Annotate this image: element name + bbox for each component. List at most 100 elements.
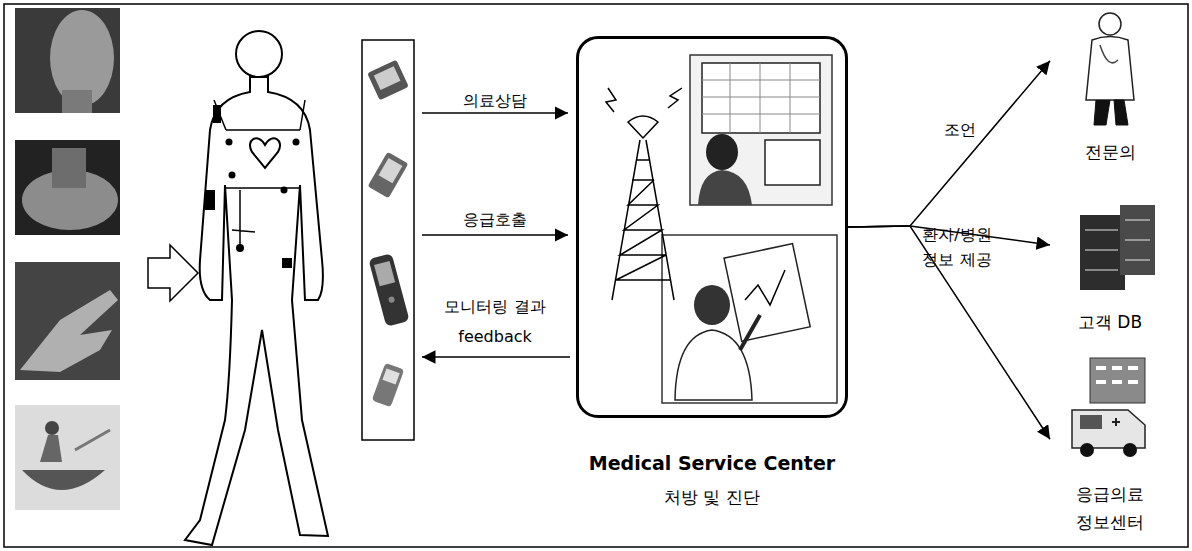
doctor-picture bbox=[694, 285, 730, 325]
human-figure bbox=[185, 77, 328, 545]
connector-arrow bbox=[848, 61, 1050, 227]
specialist-icon bbox=[1086, 13, 1134, 125]
device-panel bbox=[367, 60, 409, 101]
center-title: Medical Service Center bbox=[559, 449, 865, 477]
photo-bowl bbox=[22, 470, 105, 490]
device-panel bbox=[368, 253, 409, 327]
device-panel bbox=[367, 60, 409, 101]
database-icon bbox=[1080, 215, 1125, 290]
human-figure bbox=[226, 139, 233, 146]
human-figure bbox=[282, 258, 292, 268]
device-panel bbox=[374, 261, 395, 286]
operator-picture bbox=[765, 140, 820, 185]
operator-picture bbox=[690, 55, 832, 205]
link-arrow bbox=[422, 356, 570, 358]
operator-picture bbox=[698, 170, 752, 205]
specialist-icon bbox=[1100, 45, 1118, 63]
device-panel bbox=[368, 152, 409, 199]
specialist-icon bbox=[1094, 100, 1128, 125]
photo-bowl bbox=[15, 405, 120, 510]
photo-face bbox=[62, 90, 92, 113]
antenna-tower bbox=[606, 88, 682, 112]
photo-neck bbox=[15, 140, 120, 235]
link-arrow bbox=[422, 112, 568, 114]
human-figure bbox=[236, 244, 244, 252]
specialist-icon bbox=[1086, 37, 1134, 101]
hollow-arrow bbox=[148, 245, 198, 301]
outer-frame bbox=[4, 4, 1188, 547]
device-panel bbox=[372, 363, 404, 407]
human-figure bbox=[281, 187, 288, 194]
human-figure bbox=[205, 190, 215, 210]
device-panel bbox=[368, 253, 409, 327]
photo-face bbox=[15, 8, 120, 113]
photo-bowl bbox=[45, 421, 59, 435]
device-panel bbox=[362, 40, 414, 440]
node-label: 전문의 bbox=[1060, 138, 1160, 166]
emergency-center-icon bbox=[1080, 415, 1102, 429]
database-icon bbox=[1125, 220, 1150, 260]
emergency-center-icon bbox=[1123, 443, 1137, 457]
photo-hand bbox=[15, 262, 120, 380]
human-figure bbox=[229, 172, 236, 179]
emergency-center-icon bbox=[1072, 410, 1145, 448]
human-figure bbox=[293, 139, 300, 146]
emergency-center-node: 응급의료 정보센터 bbox=[1050, 350, 1170, 536]
emergency-center-icon bbox=[1096, 368, 1138, 382]
human-figure bbox=[213, 105, 221, 123]
doctor-picture bbox=[662, 235, 837, 403]
arrow-label: 응급호출 bbox=[422, 205, 568, 235]
photo-bowl bbox=[75, 430, 110, 450]
operator-picture bbox=[690, 55, 832, 205]
photo-bowl bbox=[15, 405, 120, 510]
photo-face bbox=[15, 8, 120, 113]
photo-bowl bbox=[40, 435, 62, 462]
device-panel bbox=[362, 40, 414, 440]
database-icon bbox=[1085, 230, 1118, 270]
antenna-tower bbox=[612, 140, 674, 300]
database-icon bbox=[1120, 205, 1155, 275]
device-panel bbox=[368, 152, 409, 199]
edge-label: 조언 bbox=[930, 117, 990, 142]
emergency-center-icon bbox=[1072, 358, 1145, 457]
operator-picture bbox=[706, 134, 738, 170]
node-label: 고객 DB bbox=[1060, 308, 1160, 336]
arrow-label: 의료상담 bbox=[422, 86, 568, 116]
doctor-picture bbox=[675, 330, 752, 400]
doctor-picture bbox=[740, 315, 760, 350]
doctor-picture bbox=[724, 244, 810, 342]
database-node: 고객 DB bbox=[1050, 198, 1170, 336]
arrow-label: 모니터링 결과 feedback bbox=[420, 292, 570, 352]
photo-hand bbox=[15, 262, 120, 380]
photo-neck bbox=[15, 140, 120, 235]
specialist-icon bbox=[1099, 13, 1121, 35]
edge-label: 환자/병원 정보 제공 bbox=[912, 222, 1002, 272]
emergency-center-icon bbox=[1112, 418, 1120, 426]
doctor-picture bbox=[745, 270, 785, 305]
specialist-node: 전문의 bbox=[1050, 4, 1170, 166]
center-subtitle: 처방 및 진단 bbox=[579, 483, 845, 511]
emergency-center-icon bbox=[1080, 443, 1094, 457]
node-label: 응급의료 정보센터 bbox=[1070, 480, 1150, 536]
photo-neck bbox=[52, 148, 86, 188]
service-center-box: Medical Service Center처방 및 진단 bbox=[576, 36, 848, 418]
device-panel bbox=[388, 296, 395, 303]
antenna-tower bbox=[628, 116, 658, 138]
link-arrow bbox=[422, 234, 568, 236]
human-figure bbox=[236, 31, 282, 77]
device-panel bbox=[374, 66, 401, 90]
human-figure bbox=[185, 31, 328, 545]
emergency-center-icon bbox=[1090, 358, 1145, 403]
database-icon bbox=[1080, 205, 1155, 290]
operator-picture bbox=[702, 63, 820, 133]
device-panel bbox=[379, 158, 403, 183]
human-figure bbox=[250, 138, 280, 168]
human-figure bbox=[214, 100, 305, 245]
operator-picture bbox=[702, 63, 820, 133]
antenna-tower bbox=[606, 88, 682, 300]
device-panel bbox=[372, 363, 404, 407]
device-panel bbox=[382, 369, 399, 385]
doctor-picture bbox=[662, 235, 837, 403]
